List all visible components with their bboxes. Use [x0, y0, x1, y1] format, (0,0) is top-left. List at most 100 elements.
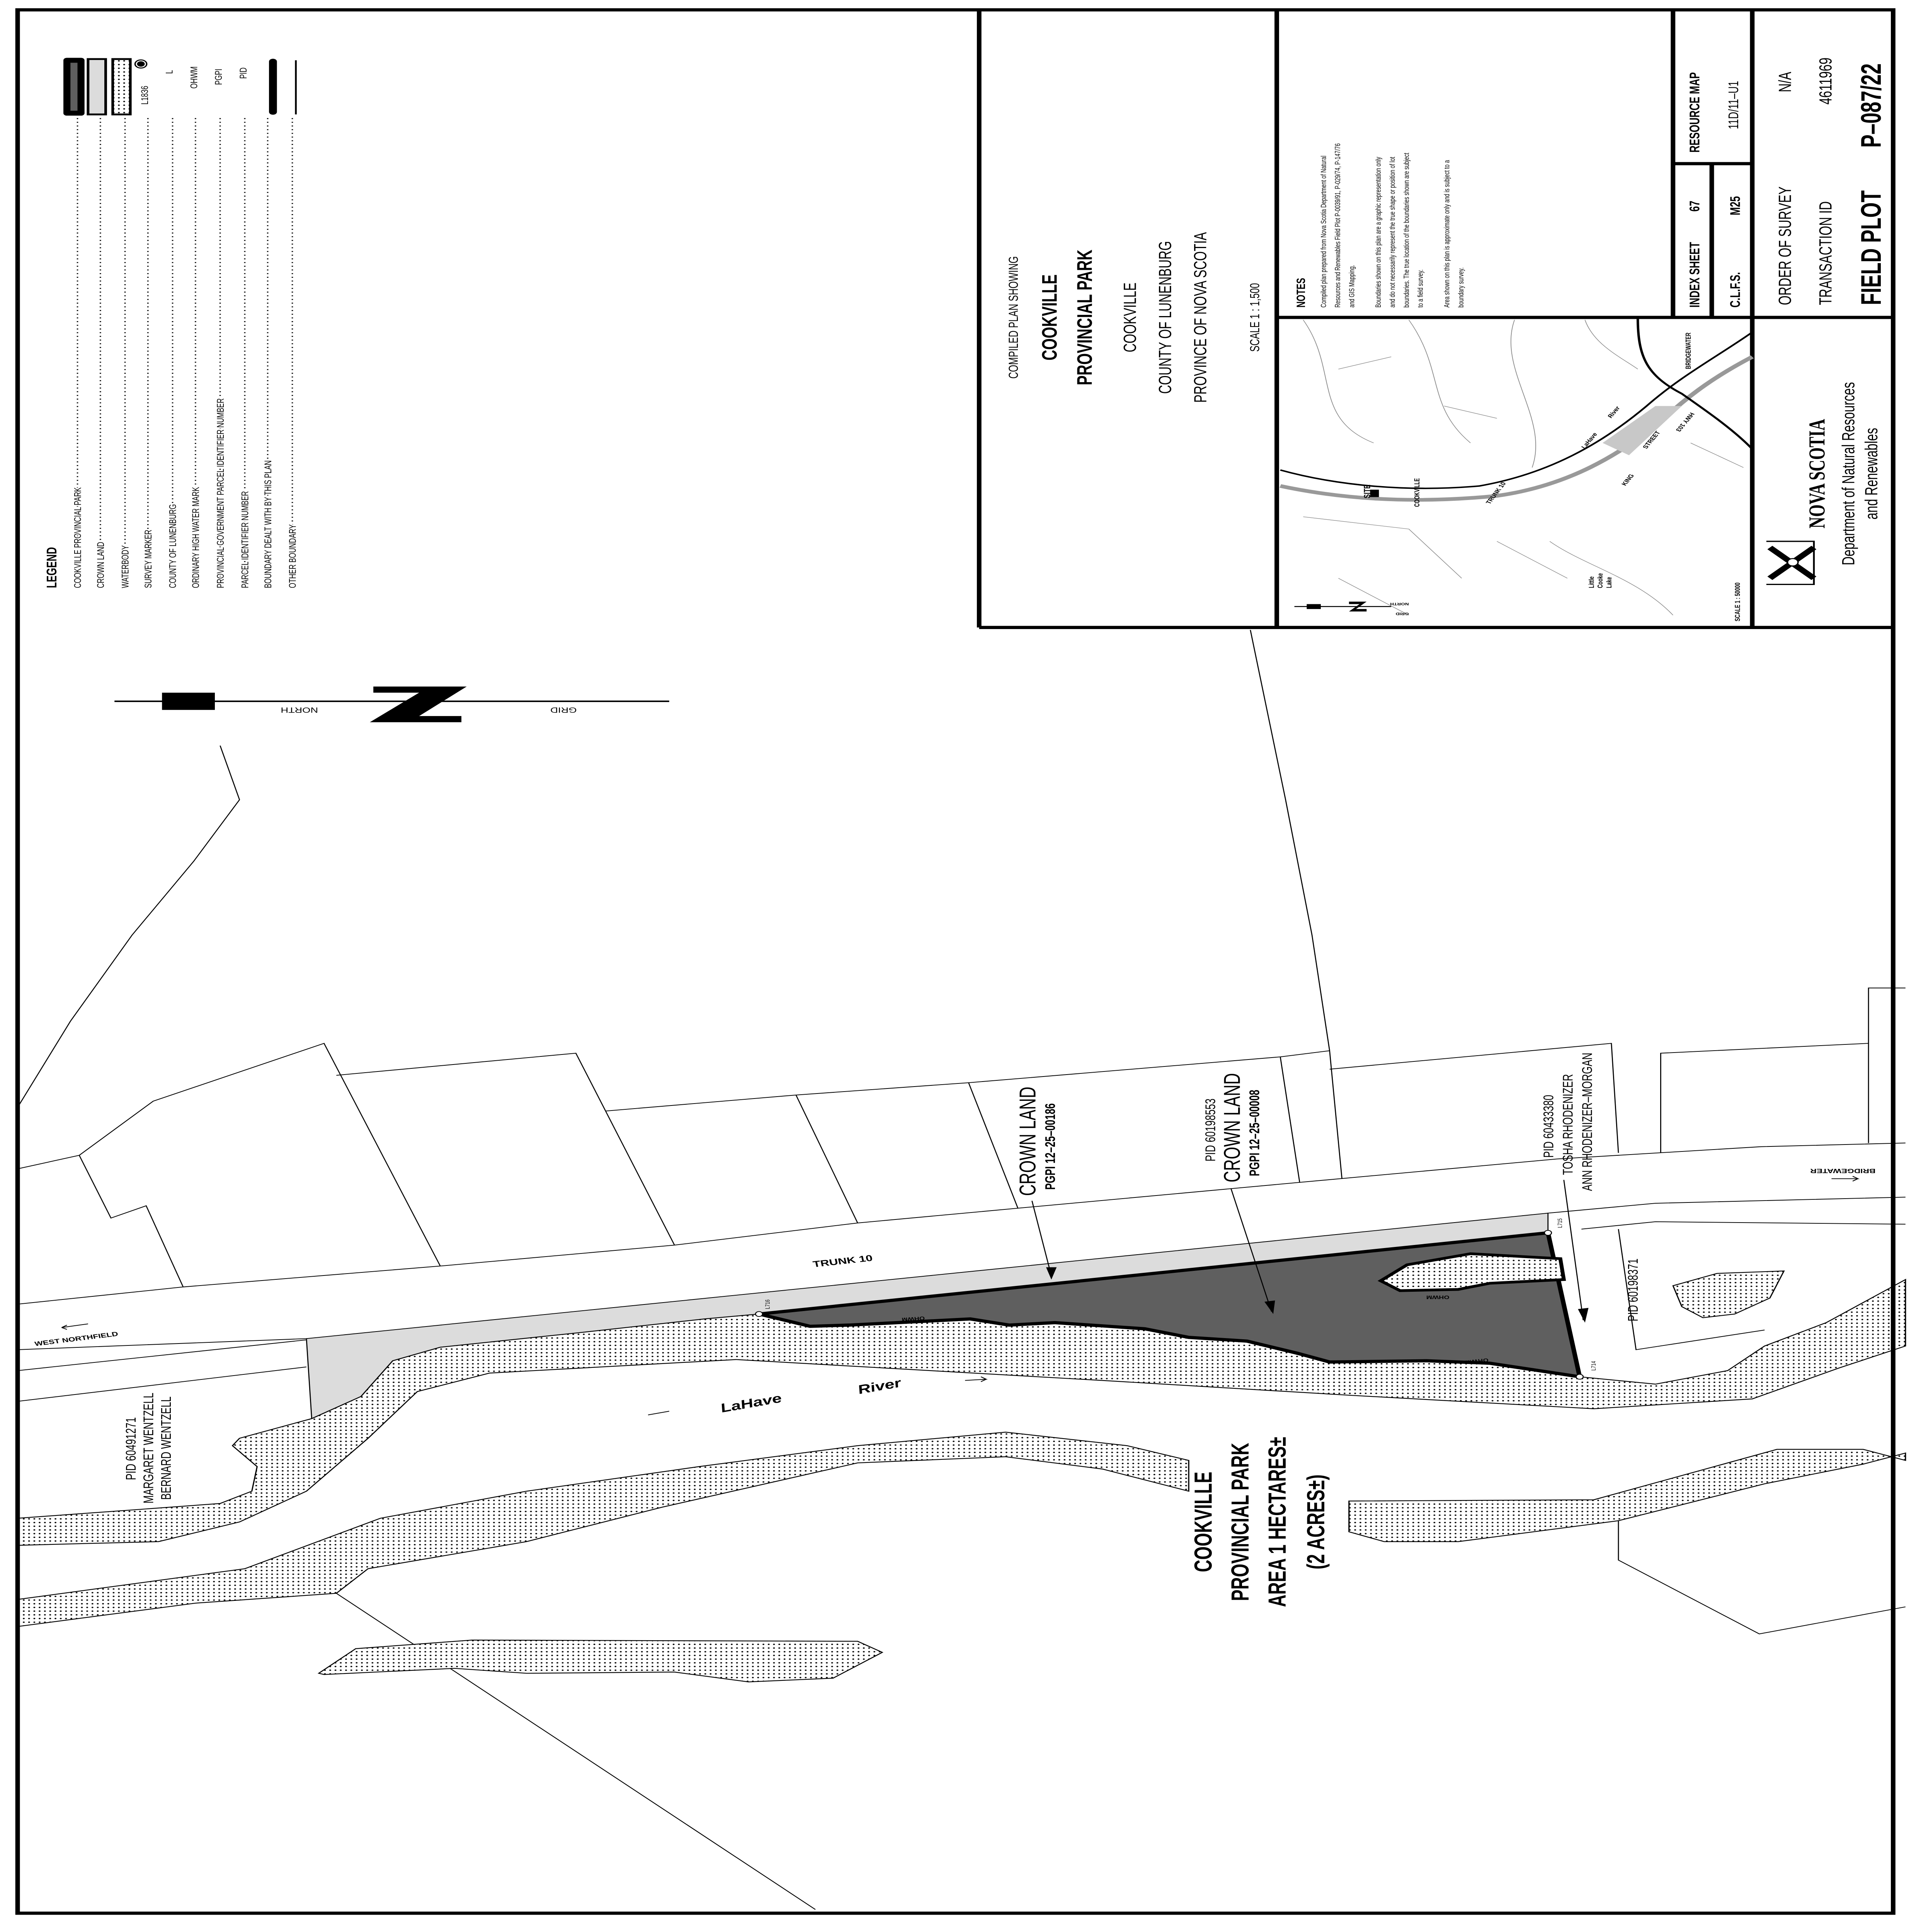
parcel-boundary [78, 1155, 184, 1287]
inset-grid-label: GRID [1395, 612, 1409, 616]
cookville-provincial-park-area [757, 1231, 1582, 1379]
parcel-boundary [1581, 1221, 1906, 1230]
legend-symbol-crown-land [87, 58, 107, 116]
waterbody-south-bank-west [17, 1432, 1189, 1627]
parcel-boundary [968, 1082, 1019, 1209]
notes-body: Compiled plan prepared from Nova Scotia … [1319, 143, 1465, 308]
legend-item-label: PROVINCIAL GOVERNMENT PARCEL IDENTIFIER … [215, 398, 226, 588]
legend-item-label: OTHER BOUNDARY [287, 524, 298, 588]
notes-heading: NOTES [1294, 278, 1308, 308]
inset-north-label: NORTH [1390, 602, 1409, 606]
rhodenizer-owner-1: TOSHA RHODENIZER [1560, 1074, 1576, 1175]
note-line: and GIS Mapping. [1348, 265, 1356, 308]
crown-land-2-pid: PID 60198553 [1203, 1099, 1218, 1162]
parcel-boundary [1250, 630, 1331, 1051]
transaction-id-label: TRANSACTION ID [1816, 201, 1836, 305]
legend-symbol-park-fill [70, 63, 78, 111]
legend-item: COOKVILLE PROVINCIAL PARK [70, 118, 85, 590]
province-label: PROVINCE OF NOVA SCOTIA [1191, 232, 1210, 403]
legend-item: WATERBODY [118, 118, 133, 590]
legend-item: SURVEY MARKER [141, 118, 155, 590]
bridgewater-label: BRIDGEWATER [1810, 1167, 1875, 1174]
marker-label-l716: L716 [764, 1299, 771, 1309]
inset-bridgewater-urban-area [1603, 406, 1682, 456]
inset-cookville-label: COOKVILLE [1414, 478, 1421, 507]
legend-item-label: COUNTY OF LUNENBURG [167, 504, 179, 588]
index-sheet-label: INDEX SHEET [1687, 242, 1703, 308]
legend-item: ORDINARY HIGH WATER MARK [189, 118, 203, 590]
note-line: Boundaries shown on this plan are a grap… [1374, 156, 1382, 308]
trunk-10-north-edge [17, 1143, 1906, 1305]
inset-site-label: SITE [1363, 485, 1373, 498]
note-line: to a field survey. [1416, 269, 1425, 308]
north-arrow-icon: NORTH GRID [114, 686, 669, 723]
sheet-border [15, 8, 1895, 1915]
arrow-left-icon [61, 1323, 88, 1330]
order-of-survey-label: ORDER OF SURVEY [1775, 187, 1795, 305]
place-label: COOKVILLE [1120, 282, 1140, 352]
legend-item: COUNTY OF LUNENBURG [165, 118, 180, 590]
legend-item-label: CROWN LAND [95, 542, 106, 588]
inset-bridgewater-label: BRIDGEWATER [1685, 332, 1693, 369]
parcel-boundary [1618, 1229, 1765, 1350]
marker-label-l715: L715 [1557, 1218, 1563, 1228]
rhodenizer-owner-2: ANN RHODENIZER–MORGAN [1579, 1053, 1595, 1191]
legend-item-label: SURVEY MARKER [143, 530, 154, 588]
island-east [1672, 1270, 1785, 1318]
field-plot-number: P–087/22 [1856, 63, 1887, 148]
county-label: COUNTY OF LUNENBURG [1155, 241, 1175, 394]
survey-marker-icon [755, 1311, 763, 1317]
inset-lake-label: Little [1588, 576, 1596, 588]
legend-symbol-pgpi-text: PGPI [213, 69, 224, 85]
park-label-line-4: (2 ACRES±) [1302, 1475, 1330, 1570]
inset-lahave-river [1279, 355, 1754, 502]
park-island [1377, 1252, 1566, 1292]
inset-north-arrow-icon: NORTH GRID [1294, 602, 1409, 616]
nova-scotia-logo-text: NOVA SCOTIA [1804, 419, 1830, 528]
inset-scale-label: SCALE 1 : 50000 [1734, 582, 1742, 621]
leader-line [1563, 1180, 1584, 1320]
index-sheet-value: 67 [1687, 201, 1703, 211]
note-line: boundaries. The true location of the bou… [1402, 153, 1410, 308]
legend-item: BOUNDARY DEALT WITH BY THIS PLAN [260, 118, 275, 590]
legend-title: LEGEND [44, 547, 60, 588]
parcel-boundary [1660, 1043, 1869, 1153]
note-line: Area shown on this plan is approximate o… [1443, 160, 1451, 308]
inset-site-marker [1370, 490, 1379, 497]
arrow-right-icon [1831, 1176, 1860, 1182]
crown-land-label: CROWN LAND [1015, 1087, 1040, 1196]
resource-map-value: 11D/11–U1 [1725, 81, 1741, 129]
legend-item-label: WATERBODY [119, 545, 131, 588]
plan-title-line-1: COOKVILLE [1037, 274, 1061, 361]
field-plot-label: FIELD PLOT [1856, 190, 1887, 305]
legend-item-label: PARCEL IDENTIFIER NUMBER [239, 491, 250, 588]
marker-label-l714: L714 [1590, 1361, 1597, 1371]
survey-marker-icon [1544, 1230, 1552, 1236]
nova-scotia-logo: NOVA SCOTIA [1766, 419, 1830, 585]
legend-item-label: ORDINARY HIGH WATER MARK [190, 487, 201, 588]
island-west [317, 1639, 883, 1682]
parcel-boundary [17, 1339, 307, 1371]
legend-symbol-survey-marker-text: L1836 [139, 86, 150, 105]
waterbody-south-bank-east [1348, 1449, 1906, 1542]
leader-line [1031, 1201, 1052, 1276]
note-line: boundary survey. [1457, 267, 1465, 308]
wentzell-pid: PID 60491271 [123, 1417, 139, 1480]
parcel-boundary [1279, 1057, 1300, 1183]
note-line: Resources and Renewables Field Plot P-00… [1334, 143, 1342, 308]
park-area-label: COOKVILLE PROVINCIAL PARK AREA 1 HECTARE… [1189, 1437, 1330, 1607]
crown-land-2-label: CROWN LAND [1219, 1073, 1245, 1182]
plan-title-line-2: PROVINCIAL PARK [1073, 250, 1096, 385]
parcel-boundary [336, 1053, 675, 1245]
flow-arrow-icon [648, 1376, 988, 1415]
grid-label: GRID [550, 706, 577, 714]
legend-item: PARCEL IDENTIFIER NUMBER [238, 118, 252, 590]
leader-line [1230, 1188, 1272, 1312]
rhodenizer-pid: PID 60433380 [1541, 1095, 1557, 1158]
parcel-boundary [17, 1043, 441, 1266]
inset-location-map: SITE COOKVILLE TRUNK 10 LaHave River KIN… [1279, 317, 1754, 625]
legend-symbol-county-text: L [163, 70, 175, 74]
crown-land-pgpi: PGPI 12–25–00186 [1042, 1103, 1058, 1190]
legend-item-label: BOUNDARY DEALT WITH BY THIS PLAN [262, 460, 274, 588]
order-of-survey-value: N/A [1775, 71, 1795, 92]
